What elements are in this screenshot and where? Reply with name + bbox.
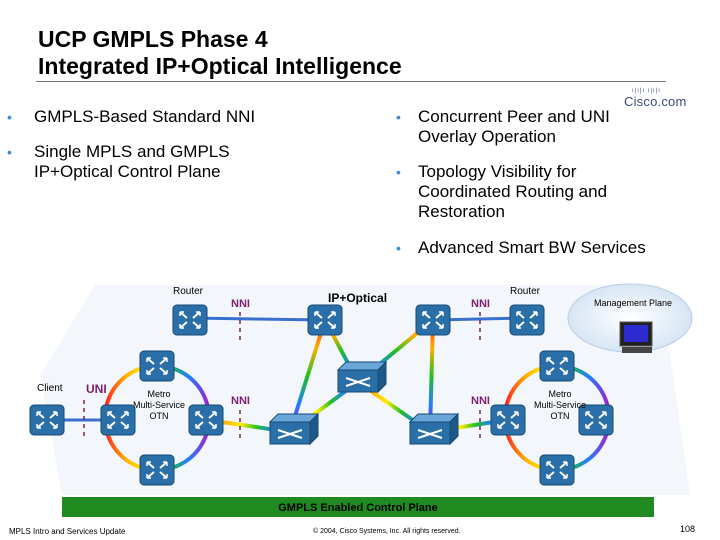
router-right-label: Router <box>510 286 541 297</box>
bullet-left-1: • GMPLS-Based Standard NNI <box>7 107 256 127</box>
metro-right-label-line: Metro <box>548 389 572 399</box>
bullet-right-3: • Advanced Smart BW Services <box>396 238 646 258</box>
metro-left-label-line: OTN <box>149 411 169 421</box>
metro-left-south-icon <box>139 454 175 486</box>
nni-label-top-right: NNI <box>471 298 490 310</box>
metro-left-label-line: Multi-Service <box>132 400 185 410</box>
bullet-dot-icon: • <box>7 109 12 125</box>
client-label: Client <box>37 383 63 394</box>
slide-title: UCP GMPLS Phase 4 Integrated IP+Optical … <box>38 26 402 80</box>
cisco-logo: ı|ı|ı ı|ı|ı Cisco.com <box>624 88 686 109</box>
router-right-icon <box>509 304 545 336</box>
metro-left-east-icon <box>188 404 224 436</box>
management-plane-label: Management Plane <box>594 298 673 308</box>
metro-left-north-icon <box>139 350 175 382</box>
title-line-2: Integrated IP+Optical Intelligence <box>38 53 402 79</box>
nni-boundaries <box>83 312 481 440</box>
client-router-icon <box>29 404 65 436</box>
bullet-right-1: • Concurrent Peer and UNI Overlay Operat… <box>396 107 610 147</box>
bullet-dot-icon: • <box>396 109 401 125</box>
bullet-left-2: • Single MPLS and GMPLS IP+Optical Contr… <box>7 142 230 182</box>
bullet-text: Single MPLS and GMPLS <box>34 142 230 161</box>
footer-copyright: © 2004, Cisco Systems, Inc. All rights r… <box>313 528 461 535</box>
nni-label-bottom-left: NNI <box>231 395 250 407</box>
bullet-dot-icon: • <box>7 144 12 160</box>
bullet-text: Overlay Operation <box>418 127 556 146</box>
bullet-text: Coordinated Routing and <box>418 182 608 201</box>
metro-left-label: Metro Multi-Service OTN <box>124 389 194 422</box>
core-router-top-left-icon <box>307 304 343 336</box>
page-number: 108 <box>680 524 696 534</box>
metro-left-label-line: Metro <box>147 389 171 399</box>
metro-right-label-line: Multi-Service <box>533 400 586 410</box>
metro-right-west-icon <box>490 404 526 436</box>
metro-right-label-line: OTN <box>550 411 570 421</box>
bullet-text: Concurrent Peer and UNI <box>418 107 610 126</box>
core-optical-switch-left-icon <box>269 413 319 445</box>
metro-right-north-icon <box>539 350 575 382</box>
uni-label: UNI <box>86 382 107 396</box>
bullet-right-2: • Topology Visibility for Coordinated Ro… <box>396 162 608 222</box>
link-router-left-core <box>189 316 326 322</box>
bullet-text: Topology Visibility for <box>418 162 577 181</box>
router-left-label: Router <box>173 286 204 297</box>
bullet-dot-icon: • <box>396 240 401 256</box>
title-line-1: UCP GMPLS Phase 4 <box>38 26 268 52</box>
nni-label-bottom-right: NNI <box>471 395 490 407</box>
router-left-icon <box>172 304 208 336</box>
core-router-top-right-icon <box>415 304 451 336</box>
bullet-text: IP+Optical Control Plane <box>34 162 221 181</box>
core-optical-switch-right-icon <box>409 413 459 445</box>
core-optical-switch-center-icon <box>337 361 387 393</box>
cisco-bars-icon: ı|ı|ı ı|ı|ı <box>632 88 661 94</box>
bullet-dot-icon: • <box>396 164 401 180</box>
bullet-text: GMPLS-Based Standard NNI <box>34 107 256 126</box>
ip-optical-label: IP+Optical <box>328 291 388 305</box>
metro-right-south-icon <box>539 454 575 486</box>
bullet-text: Restoration <box>418 202 505 221</box>
title-divider <box>36 81 666 82</box>
gmpls-control-plane-bar: GMPLS Enabled Control Plane <box>62 497 654 517</box>
cisco-logo-text: Cisco.com <box>624 94 687 109</box>
footer-title: MPLS Intro and Services Update <box>9 527 126 536</box>
nni-label-top-left: NNI <box>231 298 250 310</box>
management-workstation-icon <box>619 321 653 353</box>
bullet-text: Advanced Smart BW Services <box>418 238 646 257</box>
metro-right-label: Metro Multi-Service OTN <box>524 389 596 422</box>
